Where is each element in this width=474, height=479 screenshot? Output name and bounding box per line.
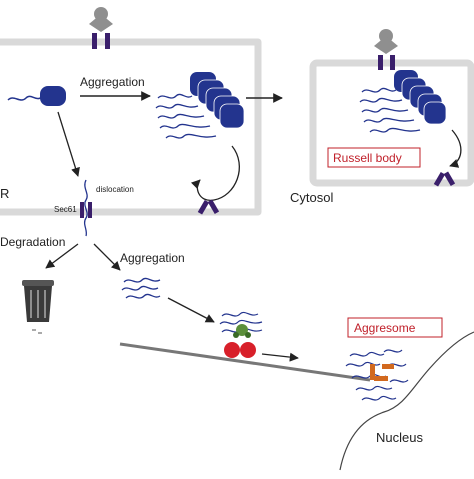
nucleus-membrane [339,331,474,471]
arrow-to-dislocation [57,111,80,177]
degradation-label: Degradation [0,235,65,249]
aggresome-label-box: Aggresome [347,317,443,338]
russell-body-label-box: Russell body [327,147,421,168]
protein-aggregate-er [155,72,245,139]
arrow-degradation [45,243,79,269]
receptor-er-bottom [197,199,220,215]
arrow-to-proteasome [167,297,215,323]
arrow-loop-right [449,129,462,168]
aggresome-label: Aggresome [354,321,416,335]
arrow-loop-er [190,145,240,201]
receptor-right-bottom [433,171,456,187]
cytosolic-aggregate [121,277,161,299]
arrow-aggregation-bottom [93,243,121,271]
nucleus-label: Nucleus [376,430,423,445]
cytosol-label: Cytosol [290,190,333,205]
russell-body-label: Russell body [333,151,402,165]
single-protein [7,86,66,106]
er-membrane [0,38,262,216]
aggregation-bottom-label: Aggregation [120,251,185,265]
dynein-complex [219,311,263,358]
protein-aggregate-russell [359,70,447,133]
receptor-top-right [374,29,398,70]
dislocation-label: dislocation [96,185,134,194]
aggresome-cluster [345,349,409,401]
aggregation-top-label: Aggregation [80,75,145,89]
arrow-to-aggresome [261,352,299,362]
er-label: R [0,186,9,201]
microtubule [119,342,371,382]
receptor-top-left [89,7,113,49]
trash-bin-icon [22,280,54,334]
sec61-label: Sec61 [54,205,77,214]
sec61-channel [80,179,92,237]
